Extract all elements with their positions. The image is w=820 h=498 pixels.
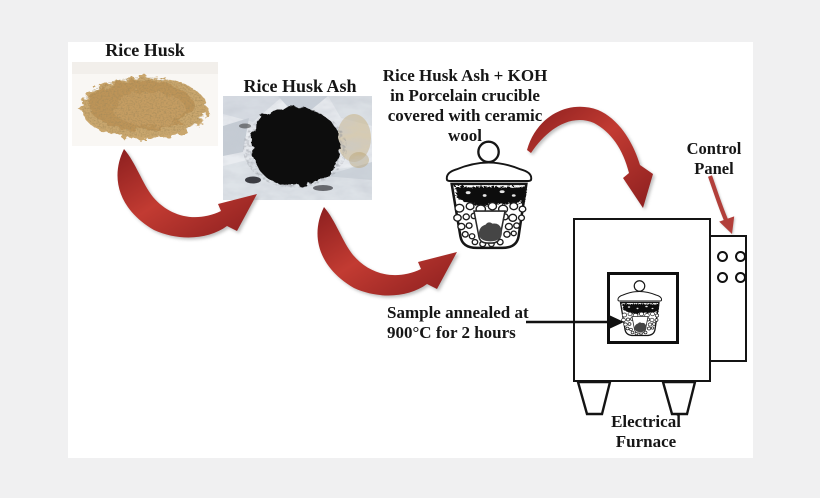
furnace-leg-icon bbox=[576, 380, 612, 416]
anneal-line-1: Sample annealed at bbox=[387, 303, 529, 322]
crucible-caption: Rice Husk Ash + KOH in Porcelain crucibl… bbox=[372, 66, 558, 146]
control-knob-icon bbox=[735, 272, 746, 283]
control-panel-pointer-icon bbox=[708, 175, 735, 234]
electrical-furnace-label: Electrical Furnace bbox=[594, 412, 698, 451]
rice-husk-ash-label: Rice Husk Ash bbox=[243, 76, 357, 96]
curved-arrow-crucible-to-furnace-icon bbox=[527, 106, 653, 208]
anneal-note: Sample annealed at 900°C for 2 hours bbox=[387, 303, 539, 343]
furnace-leg-icon bbox=[661, 380, 697, 416]
control-knob-icon bbox=[735, 251, 746, 262]
caption-line-4: wool bbox=[448, 126, 482, 145]
furnace-line-2: Furnace bbox=[615, 431, 677, 451]
control-knob-icon bbox=[717, 251, 728, 262]
rice-husk-ash-photo bbox=[223, 96, 372, 200]
furnace-line-1: Electrical bbox=[611, 412, 681, 431]
control-panel-line-2: Panel bbox=[694, 158, 734, 178]
control-knob-icon bbox=[717, 272, 728, 283]
rice-husk-label: Rice Husk bbox=[105, 40, 185, 60]
curved-arrow-husk-to-ash-icon bbox=[117, 149, 257, 238]
rice-husk-photo bbox=[72, 62, 218, 146]
sample-pointer-arrow-icon bbox=[526, 315, 624, 329]
curved-arrow-ash-to-crucible-icon bbox=[317, 207, 457, 296]
anneal-line-2: 900°C for 2 hours bbox=[387, 323, 516, 342]
caption-line-1: Rice Husk Ash + KOH bbox=[382, 66, 548, 85]
control-panel-label: Control Panel bbox=[672, 139, 756, 178]
caption-line-2: in Porcelain crucible bbox=[390, 86, 540, 105]
caption-line-3: covered with ceramic bbox=[387, 106, 543, 125]
control-panel-line-1: Control bbox=[686, 139, 742, 158]
